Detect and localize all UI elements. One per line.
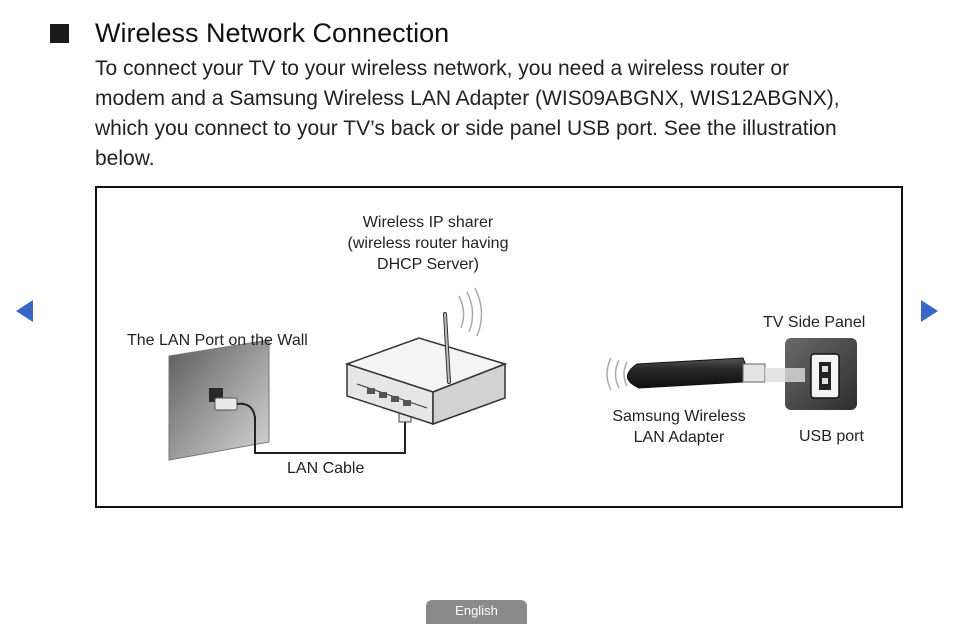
intro-paragraph: To connect your TV to your wireless netw… (95, 54, 905, 174)
tv-side-panel (765, 338, 857, 410)
lan-cable-label: LAN Cable (287, 460, 365, 477)
router-label-line: Wireless IP sharer (362, 214, 494, 231)
paragraph-line: below. (95, 147, 155, 170)
paragraph-line: modem and a Samsung Wireless LAN Adapter… (95, 87, 840, 110)
paragraph-line: which you connect to your TV’s back or s… (95, 117, 837, 140)
next-page-arrow-icon[interactable] (921, 300, 938, 322)
lan-cable-line (254, 416, 406, 454)
tv-side-panel-label: TV Side Panel (763, 314, 866, 331)
section-bullet-square (50, 24, 69, 43)
usb-port-label: USB port (799, 428, 864, 445)
connection-illustration: Wireless IP sharer (wireless router havi… (95, 186, 903, 508)
wireless-router (344, 287, 508, 426)
illustration-drawing (168, 287, 857, 461)
wireless-lan-adapter (606, 357, 766, 391)
section-title: Wireless Network Connection (95, 18, 450, 48)
paragraph-line: To connect your TV to your wireless netw… (95, 57, 790, 80)
wall-port-label: The LAN Port on the Wall (127, 332, 308, 349)
adapter-label-line: LAN Adapter (633, 429, 725, 446)
router-label-line: (wireless router having (347, 235, 509, 252)
adapter-label: Samsung Wireless LAN Adapter (599, 406, 759, 448)
adapter-label-line: Samsung Wireless (612, 408, 746, 425)
router-label-line: DHCP Server) (377, 256, 479, 273)
wall-lan-port (168, 339, 270, 461)
previous-page-arrow-icon[interactable] (16, 300, 33, 322)
router-label: Wireless IP sharer (wireless router havi… (335, 212, 521, 275)
language-tab[interactable]: English (426, 600, 527, 624)
